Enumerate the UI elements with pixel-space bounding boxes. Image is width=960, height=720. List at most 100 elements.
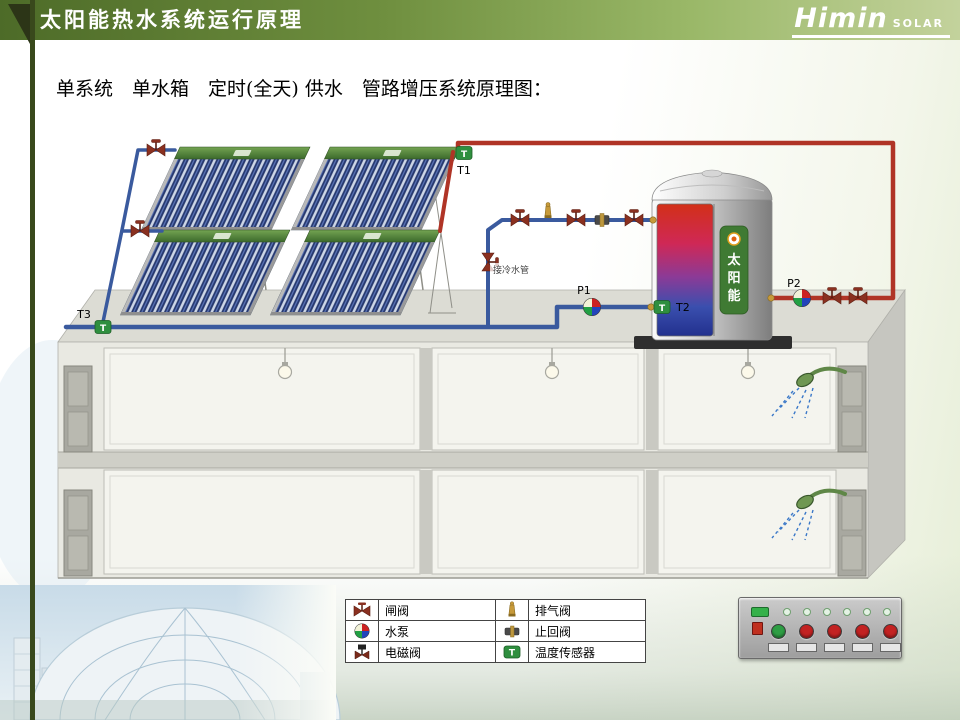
gate-valve-icon: [510, 208, 530, 227]
water-pump-p1-icon: [583, 298, 601, 316]
check-valve-icon: [495, 620, 529, 642]
indicator-dot: [823, 608, 831, 616]
legend-label: 电磁阀: [378, 641, 496, 663]
legend-label: 排气阀: [528, 599, 646, 621]
label-p2: P2: [787, 277, 801, 290]
legend-row: 水泵 止回阀: [345, 620, 646, 642]
panel-button-green: [771, 624, 786, 639]
room-inner-frame: [109, 475, 415, 569]
room-panel: [103, 469, 421, 575]
gate-valve-icon: [345, 599, 379, 621]
logo-sub-text: SOLAR: [892, 17, 944, 30]
indicator-dot: [783, 608, 791, 616]
floor-slab: [58, 452, 868, 468]
collector-panel: [269, 229, 441, 316]
water-pump-p2-icon: [793, 289, 811, 307]
manifold-brand-sticker: [213, 233, 232, 239]
campus-photo: [0, 585, 341, 720]
legend-label: 止回阀: [528, 620, 646, 642]
exhaust-valve-icon: [495, 599, 529, 621]
interior-wall: [646, 470, 658, 574]
legend-table: 闸阀 排气阀 水泵 止回阀 电磁阀 T 温度传感器: [345, 599, 646, 663]
solar-collector-array: [119, 146, 461, 316]
label-t3: T3: [76, 308, 91, 321]
gate-valve-icon: [624, 208, 644, 227]
indicator-dot: [843, 608, 851, 616]
manifold-brand-sticker: [383, 150, 402, 156]
indicator-dot: [803, 608, 811, 616]
door: [837, 365, 867, 453]
collector-panel: [290, 146, 461, 231]
svg-text:T: T: [509, 649, 516, 659]
interior-wall: [646, 348, 658, 450]
power-indicator-light: [751, 607, 769, 617]
room-panel: [431, 469, 645, 575]
legend-label: 闸阀: [378, 599, 496, 621]
room-panel: [431, 347, 645, 451]
exhaust-valve-icon: [544, 202, 552, 219]
pipe-fittings: [94, 138, 868, 335]
note-background: [490, 263, 532, 276]
tank-brand-char: 能: [727, 288, 740, 304]
tank-cutaway-interior: [656, 203, 714, 337]
temperature-sensor-t2-icon: [653, 300, 671, 315]
button-label-chip: [768, 643, 789, 652]
collector-panel: [119, 229, 291, 316]
indicator-dot: [863, 608, 871, 616]
room-inner-frame: [663, 353, 831, 445]
tank-brand-char: 太: [726, 252, 741, 268]
room-inner-frame: [109, 353, 415, 445]
door: [837, 489, 867, 577]
label-p1: P1: [577, 284, 591, 297]
panel-button-red: [799, 624, 814, 639]
label-t1: T1: [456, 164, 471, 177]
building-cross-section: [57, 288, 906, 579]
left-accent-bar: [30, 0, 35, 720]
legend-label: 水泵: [378, 620, 496, 642]
manifold-brand-sticker: [233, 150, 252, 156]
panel-switch: [752, 622, 763, 635]
tank-cap: [701, 169, 723, 178]
pipe-flange: [767, 294, 775, 302]
slide-header: 太阳能热水系统运行原理 Himin SOLAR: [0, 0, 960, 40]
cold-water-roof-pipe: [63, 304, 653, 330]
room-inner-frame: [437, 475, 639, 569]
interior-wall: [420, 348, 432, 450]
legend-label: 温度传感器: [528, 641, 646, 663]
temperature-sensor-icon: T: [495, 641, 529, 663]
label-t2: T2: [675, 301, 690, 314]
pipe-flange: [649, 216, 657, 224]
pipe-flange: [647, 303, 655, 311]
interior-wall: [420, 470, 432, 574]
diagram-labels: T1 T3 P1 T2 P2 接冷水管: [76, 164, 801, 321]
panel-button-red: [827, 624, 842, 639]
tank-brand-label: [719, 225, 749, 315]
room-panel: [103, 347, 421, 451]
room-panel: [657, 469, 837, 575]
panel-button-red: [883, 624, 898, 639]
gate-valve-icon: [146, 138, 166, 157]
legend-row: 闸阀 排气阀: [345, 599, 646, 621]
temperature-sensor-t1-icon: [455, 146, 473, 161]
gate-valve-icon: [566, 208, 586, 227]
manifold-brand-sticker: [363, 233, 382, 239]
door: [63, 365, 93, 453]
button-label-chip: [824, 643, 845, 652]
tank-brand-char: 阳: [727, 271, 740, 286]
solenoid-valve-icon: [345, 641, 379, 663]
room-inner-frame: [663, 475, 831, 569]
indicator-dot: [883, 608, 891, 616]
door: [63, 489, 93, 577]
button-label-chip: [796, 643, 817, 652]
label-cold-water-note: 接冷水管: [493, 264, 529, 276]
diagram-subtitle: 单系统 单水箱 定时(全天) 供水 管路增压系统原理图：: [56, 78, 552, 100]
water-pump-icon: [345, 620, 379, 642]
corner-triangle-decoration: [8, 4, 30, 44]
hot-riser-pipe: [438, 150, 455, 233]
storage-tank: 太 阳 能: [634, 169, 792, 349]
page-title: 太阳能热水系统运行原理: [40, 8, 304, 32]
button-label-chip: [880, 643, 901, 652]
panel-button-red: [855, 624, 870, 639]
collector-panel: [140, 146, 311, 231]
